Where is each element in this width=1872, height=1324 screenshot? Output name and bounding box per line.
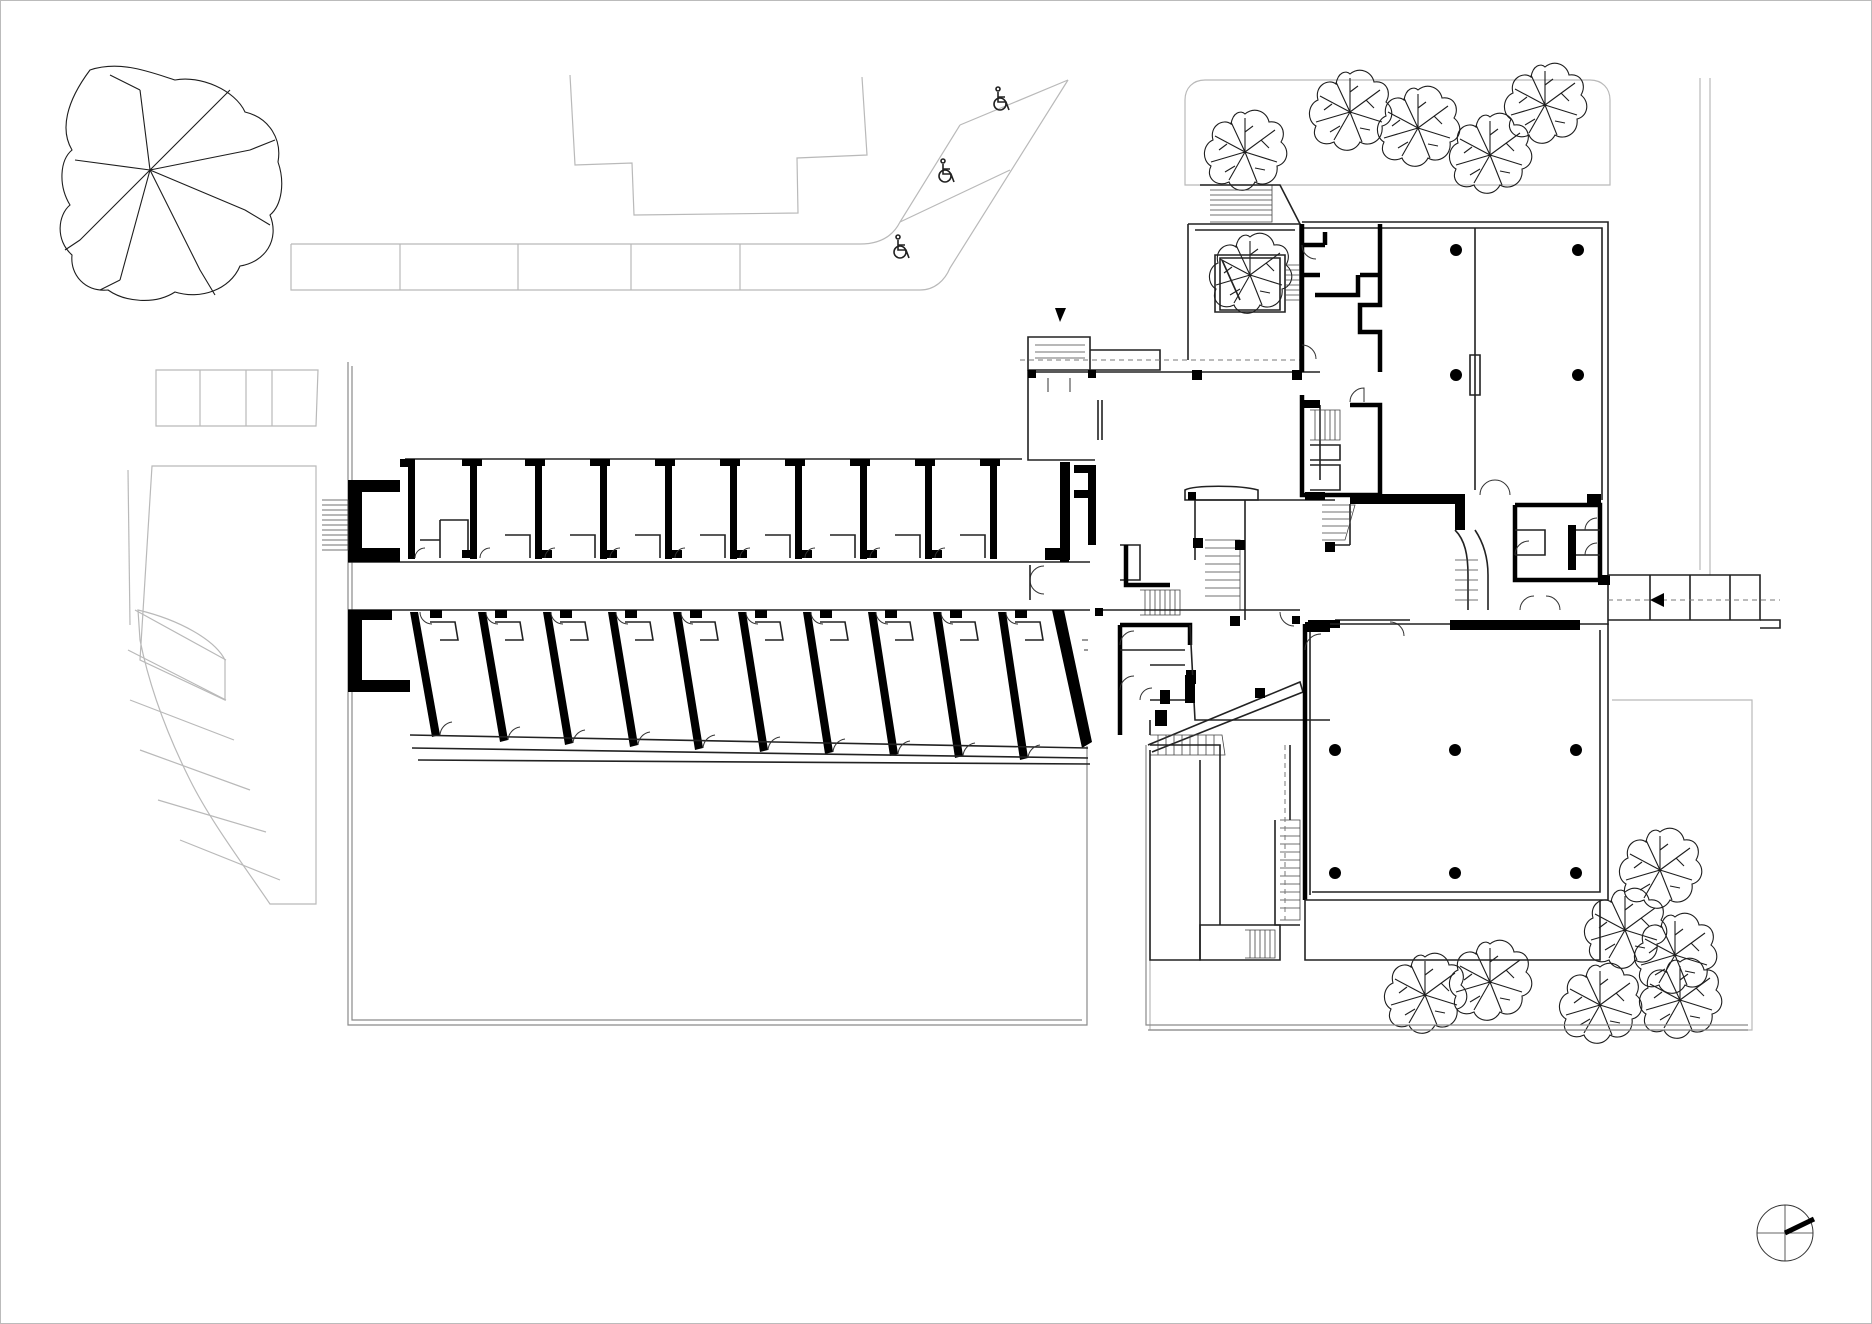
- lower-right-hall: [1149, 620, 1609, 961]
- courtyards: [347, 362, 1748, 1031]
- entrance-arrow-icon: [1055, 308, 1066, 322]
- north-arrow-icon: [1756, 1204, 1816, 1262]
- central-hall: [1020, 336, 1410, 756]
- entrance-arrow-icon: [1650, 593, 1664, 607]
- top-rooms: [408, 459, 1069, 562]
- upper-right-block: [1187, 184, 1781, 629]
- left-wing: [322, 458, 1096, 765]
- parking-symbols: [893, 86, 1010, 259]
- bottom-rooms: [409, 610, 1092, 765]
- site-context: [127, 74, 1753, 1031]
- tree-large-left: [59, 65, 283, 302]
- trees: [1203, 62, 1723, 1044]
- entrance-arrows: [1055, 308, 1664, 607]
